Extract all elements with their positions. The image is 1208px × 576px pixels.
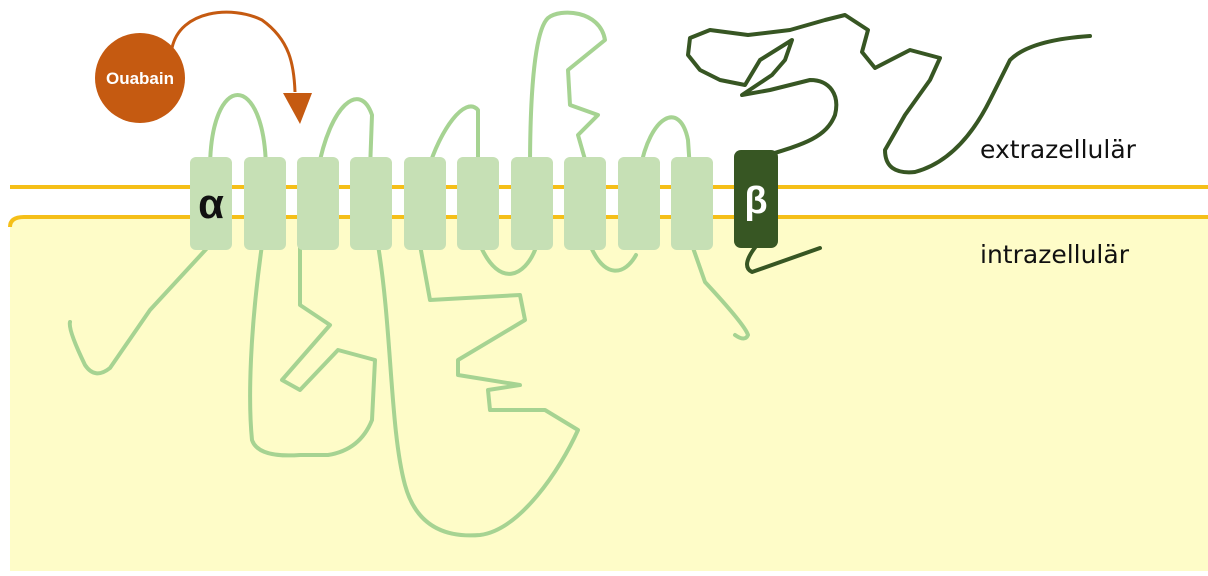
intracellular-label: intrazellulär (980, 240, 1129, 269)
alpha-helix (564, 157, 606, 250)
alpha-helix (244, 157, 286, 250)
ouabain-label: Ouabain (106, 69, 174, 88)
alpha-helix (457, 157, 499, 250)
arrowhead-icon (283, 93, 312, 124)
alpha-helix (671, 157, 713, 250)
beta-label: β (744, 180, 767, 222)
alpha-label: α (198, 180, 224, 227)
alpha-helix (297, 157, 339, 250)
alpha-helix (350, 157, 392, 250)
alpha-helix (404, 157, 446, 250)
alpha-helix (511, 157, 553, 250)
alpha-chain-segment (530, 13, 605, 170)
extracellular-label: extrazellulär (980, 135, 1136, 164)
ouabain-arrow (172, 12, 295, 92)
alpha-helix (618, 157, 660, 250)
